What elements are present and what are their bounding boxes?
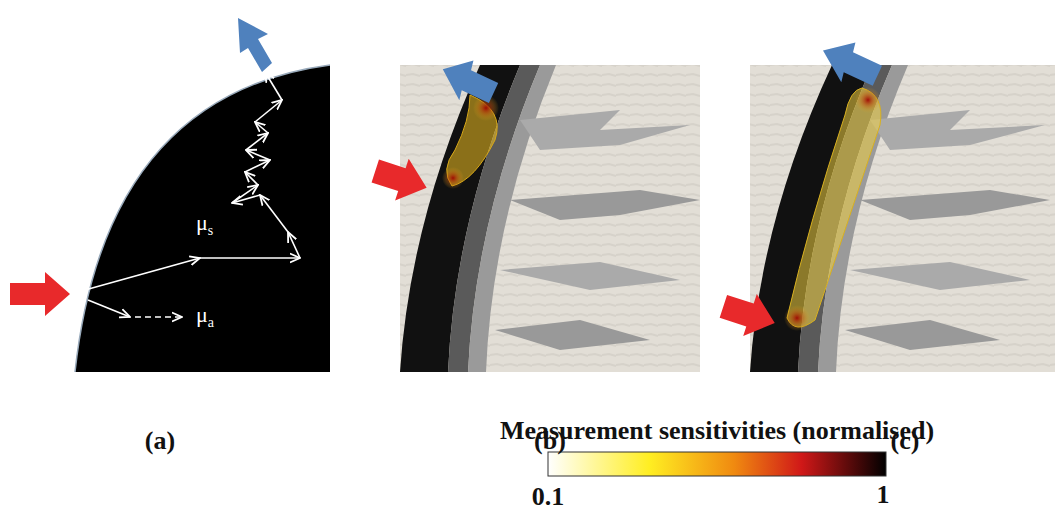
coefficient-label: μa	[196, 304, 214, 330]
colour-bar	[548, 452, 886, 476]
head-model	[368, 50, 700, 372]
tick-label: 1	[877, 482, 890, 508]
symbol: μ	[196, 302, 208, 327]
light-arrows	[10, 18, 272, 316]
subscript: s	[208, 223, 213, 238]
coefficient-label: μs	[196, 212, 213, 238]
symbol: μ	[196, 210, 208, 235]
subscript: a	[208, 315, 214, 330]
scattering-medium	[75, 65, 330, 372]
tick-label: 0.1	[532, 484, 565, 510]
colour-bar-title: Measurement sensitivities (normalised)	[500, 418, 934, 444]
head-model	[717, 31, 1055, 372]
panel-label: (a)	[145, 428, 175, 454]
